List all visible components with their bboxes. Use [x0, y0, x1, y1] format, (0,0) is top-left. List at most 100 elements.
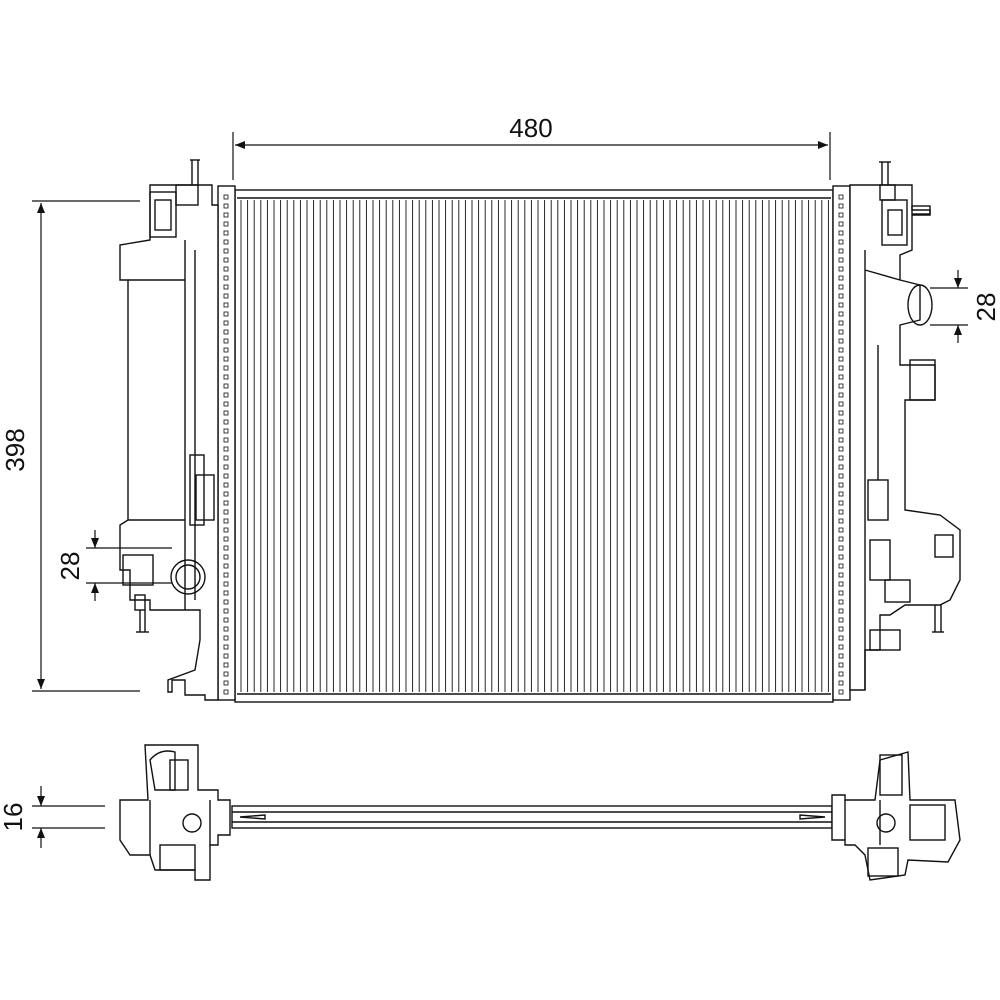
left-header-crimps [223, 194, 229, 695]
header-crimp [223, 482, 229, 488]
header-crimp [838, 194, 844, 200]
header-crimp [223, 401, 229, 407]
width-dimension-label: 480 [509, 113, 552, 143]
header-crimp [223, 572, 229, 578]
outlet-diameter-dimension [86, 530, 172, 601]
left-tank [119, 159, 219, 701]
header-crimp [223, 311, 229, 317]
header-crimp [838, 482, 844, 488]
header-crimp [838, 644, 844, 650]
header-crimp [223, 365, 229, 371]
header-crimp [838, 419, 844, 425]
header-crimp [838, 680, 844, 686]
inlet-diameter-label: 28 [971, 293, 1000, 322]
header-crimp [838, 329, 844, 335]
header-crimp [223, 464, 229, 470]
depth-dimension [32, 786, 105, 848]
header-crimp [838, 347, 844, 353]
left-tank-outlet-pipe [170, 559, 206, 595]
front-view [119, 159, 961, 703]
header-crimp [838, 626, 844, 632]
core-fins [240, 200, 829, 692]
header-crimp [838, 446, 844, 452]
header-crimp [223, 203, 229, 209]
header-crimp [838, 689, 844, 695]
header-crimp [223, 293, 229, 299]
header-crimp [838, 617, 844, 623]
depth-dimension-label: 16 [0, 803, 28, 832]
header-crimp [838, 518, 844, 524]
header-crimp [223, 536, 229, 542]
header-crimp [223, 644, 229, 650]
header-crimp [223, 662, 229, 668]
header-crimp [223, 428, 229, 434]
header-crimp [838, 365, 844, 371]
header-crimp [223, 320, 229, 326]
header-crimp [223, 446, 229, 452]
header-crimp [223, 419, 229, 425]
header-crimp [838, 266, 844, 272]
top-view-core [231, 805, 833, 829]
header-crimp [223, 230, 229, 236]
header-crimp [838, 239, 844, 245]
header-crimp [223, 635, 229, 641]
header-crimp [838, 608, 844, 614]
header-crimp [223, 356, 229, 362]
header-crimp [838, 293, 844, 299]
top-view-right-tank [831, 751, 961, 881]
header-crimp [223, 347, 229, 353]
header-crimp [223, 545, 229, 551]
radiator-core [234, 189, 834, 703]
header-crimp [223, 599, 229, 605]
header-crimp [838, 383, 844, 389]
header-crimp [223, 392, 229, 398]
header-crimp [838, 203, 844, 209]
outlet-diameter-label: 28 [55, 552, 85, 581]
header-crimp [223, 581, 229, 587]
header-crimp [223, 374, 229, 380]
header-crimp [838, 401, 844, 407]
header-crimp [838, 275, 844, 281]
header-crimp [838, 311, 844, 317]
header-crimp [223, 491, 229, 497]
header-crimp [838, 581, 844, 587]
header-crimp [223, 329, 229, 335]
header-crimp [223, 527, 229, 533]
header-crimp [838, 545, 844, 551]
right-tank-inlet-pipe [907, 284, 933, 326]
header-crimp [838, 527, 844, 533]
header-crimp [223, 302, 229, 308]
header-crimp [223, 554, 229, 560]
header-crimp [838, 374, 844, 380]
header-crimp [838, 671, 844, 677]
top-view [119, 744, 961, 881]
header-crimp [223, 194, 229, 200]
header-crimp [838, 536, 844, 542]
header-crimp [838, 248, 844, 254]
height-dimension-label: 398 [0, 428, 30, 471]
header-crimp [223, 509, 229, 515]
inlet-diameter-dimension [930, 270, 968, 343]
header-crimp [838, 437, 844, 443]
core-outline [234, 189, 834, 703]
header-crimp [838, 653, 844, 659]
left-header [217, 185, 236, 701]
header-crimp [223, 275, 229, 281]
header-crimp [838, 572, 844, 578]
header-crimp [838, 464, 844, 470]
header-crimp [838, 257, 844, 263]
header-crimp [838, 500, 844, 506]
header-crimp [838, 635, 844, 641]
header-crimp [223, 653, 229, 659]
header-crimp [838, 284, 844, 290]
header-crimp [223, 437, 229, 443]
header-crimp [223, 680, 229, 686]
header-crimp [838, 473, 844, 479]
header-crimp [223, 617, 229, 623]
header-crimp [223, 671, 229, 677]
header-crimp [223, 590, 229, 596]
header-crimp [223, 266, 229, 272]
header-crimp [838, 590, 844, 596]
right-header-crimps [838, 194, 844, 695]
header-crimp [838, 428, 844, 434]
